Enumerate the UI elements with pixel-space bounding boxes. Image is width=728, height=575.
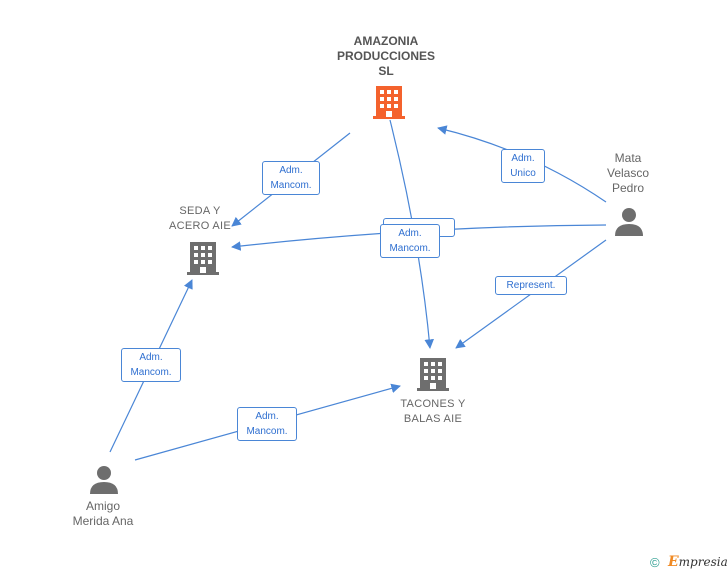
building-icon[interactable] [372,84,406,120]
edge-label-mata-tacones[interactable]: Represent. [495,276,567,295]
building-icon[interactable] [186,240,220,276]
person-icon[interactable] [613,205,645,237]
edge-label-mata-amazonia[interactable]: Adm. Unico [501,149,545,183]
edge-label-mata-seda-tacones[interactable]: Adm. Mancom. [380,224,440,258]
brand-initial: E [668,554,679,570]
person-icon[interactable] [88,463,120,495]
edge-label-amigo-seda[interactable]: Adm. Mancom. [121,348,181,382]
copyright-icon: © [650,555,660,570]
building-icon[interactable] [416,356,450,392]
node-label-seda: SEDA Y ACERO AIE [169,205,231,232]
node-label-mata: Mata Velasco Pedro [606,151,650,195]
brand-logo[interactable]: Empresia [668,554,728,570]
brand-rest: mpresia [678,555,728,569]
edge-label-amazonia-seda[interactable]: Adm. Mancom. [262,161,320,195]
edge-label-amigo-tacones[interactable]: Adm. Mancom. [237,407,297,441]
node-label-tacones: TACONES Y BALAS AIE [400,398,466,425]
node-label-amigo: Amigo Merida Ana [72,499,134,528]
node-label-amazonia: AMAZONIA PRODUCCIONES SL [336,34,435,78]
